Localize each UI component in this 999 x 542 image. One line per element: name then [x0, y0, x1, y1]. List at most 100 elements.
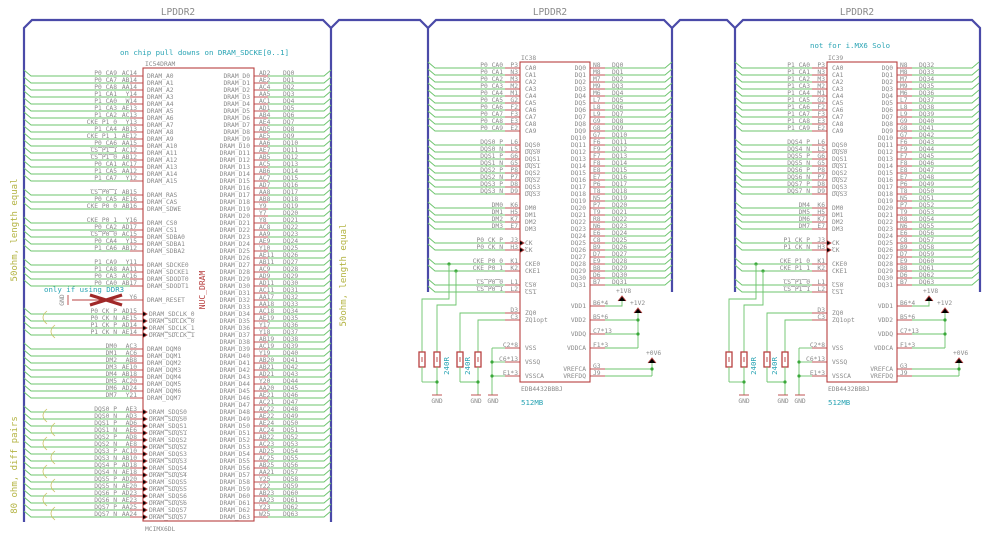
net-label: DM7 [799, 223, 811, 230]
net-label: DQ3 [612, 83, 624, 90]
net-label: DQ32 [919, 62, 934, 69]
net-wire [23, 307, 130, 315]
net-label: P0_CA3 [94, 273, 117, 280]
net-label: P1_CA5 [94, 168, 117, 175]
pin-name: DQS2 [525, 177, 540, 184]
net-wire [427, 201, 505, 209]
ball-number: Y9 [259, 203, 267, 210]
pin-name: DQ19 [571, 198, 586, 205]
net-label: DQ5 [612, 97, 624, 104]
ball-number: AC19 [259, 343, 274, 350]
pin-name: DRAM_SDQS7 [149, 507, 187, 514]
ball-number: AA15 [122, 140, 137, 147]
pin-name: DQ15 [878, 170, 893, 177]
net-label: DQ45 [919, 153, 934, 160]
net-label: DQ20 [612, 202, 627, 209]
ball-number: E9 [593, 258, 601, 265]
ball-number: K7 [817, 216, 825, 223]
ball-number: P7 [900, 202, 908, 209]
pin-name: VDDCA [874, 345, 893, 352]
net-label: DQS4_N [94, 469, 117, 476]
part-value: MCIMX6DL [145, 526, 176, 533]
net-wire [605, 103, 673, 111]
net-label: DQ17 [612, 181, 627, 188]
ball-number: F3 [817, 111, 825, 118]
net-wire [734, 110, 812, 118]
pin-name: DRAM_SDCLK_1 [149, 332, 195, 339]
clock-marker-icon [142, 472, 148, 478]
ball-number: AA9 [259, 231, 271, 238]
net-wire [268, 97, 332, 105]
ball-number: AA23 [259, 497, 274, 504]
pin-name: VSSCA [832, 373, 851, 380]
net-label: DQ27 [283, 259, 298, 266]
net-label: DM5 [799, 209, 811, 216]
pin-name: DQ0 [575, 65, 587, 72]
net-wire [23, 230, 130, 238]
ball-number: J3 [510, 237, 518, 244]
net-label: DQ26 [612, 244, 627, 251]
ball-number: E6 [900, 230, 908, 237]
pin-name: DM1 [832, 212, 844, 219]
net-wire [268, 209, 332, 217]
net-label: DQ60 [283, 490, 298, 497]
net-wire [268, 104, 332, 112]
ball-number: AE19 [259, 315, 274, 322]
net-wire [23, 265, 130, 273]
net-label: DQS3_P [94, 448, 117, 455]
pin-name: DRAM_D11 [220, 150, 251, 157]
pin-name: DQ30 [878, 275, 893, 282]
pin-name: DQ25 [571, 240, 586, 247]
net-wire [23, 195, 130, 203]
pin-name: CA5 [525, 100, 537, 107]
net-label: DM2 [106, 357, 118, 364]
pin-name: DRAM_D56 [220, 465, 251, 472]
ball-number: Y15 [126, 238, 138, 245]
ball-number: M7 [593, 76, 601, 83]
net-label: DQ57 [919, 237, 934, 244]
net-wire [734, 124, 812, 132]
clock-marker-icon [142, 437, 148, 443]
net-label: DQ15 [612, 167, 627, 174]
ball-number: AE2 [259, 77, 271, 84]
pin-name: DRAM_D19 [220, 206, 251, 213]
ball-number: AC7 [259, 175, 271, 182]
net-wire [23, 83, 130, 91]
net-label: DQ2 [612, 76, 624, 83]
ball-number: AC14 [122, 70, 137, 77]
pin-name: DQ15 [571, 170, 586, 177]
net-wire [268, 412, 332, 420]
ball-number: B9 [593, 244, 601, 251]
ball-number: F6 [900, 139, 908, 146]
pin-name: DRAM_D38 [220, 339, 251, 346]
net-wire [605, 145, 673, 153]
ball-number: T9 [900, 209, 908, 216]
net-label: DQ37 [283, 329, 298, 336]
net-label: CKE_P1_0 [780, 258, 811, 265]
pin-name: CA6 [832, 107, 844, 114]
net-wire [427, 222, 505, 230]
ball-number: P3 [510, 62, 518, 69]
net-wire [23, 202, 130, 210]
ball-number: F9 [900, 146, 908, 153]
pin-name: DQ23 [571, 226, 586, 233]
ball-number: AC3 [126, 343, 138, 350]
net-wire [734, 173, 812, 181]
net-wire [268, 461, 332, 469]
resistor-value: 240R [463, 357, 472, 375]
net-wire [23, 370, 130, 378]
net-label: DQ22 [612, 216, 627, 223]
pin-name: DRAM_D49 [220, 416, 251, 423]
pin-name: DRAM_SDQS6 [149, 493, 187, 500]
net-label: DQ38 [919, 104, 934, 111]
ball-number: C3 [817, 314, 825, 321]
ball-number: B8 [900, 265, 908, 272]
pin-name: CA8 [832, 121, 844, 128]
net-wire [268, 468, 332, 476]
net-wire [912, 271, 980, 279]
net-label: CKE_P0_1 [473, 265, 504, 272]
pin-name: DRAM_D46 [220, 395, 251, 402]
ball-number: AD1 [259, 105, 271, 112]
ball-number: AD23 [122, 490, 137, 497]
pin-name: VSSQ [525, 359, 540, 366]
